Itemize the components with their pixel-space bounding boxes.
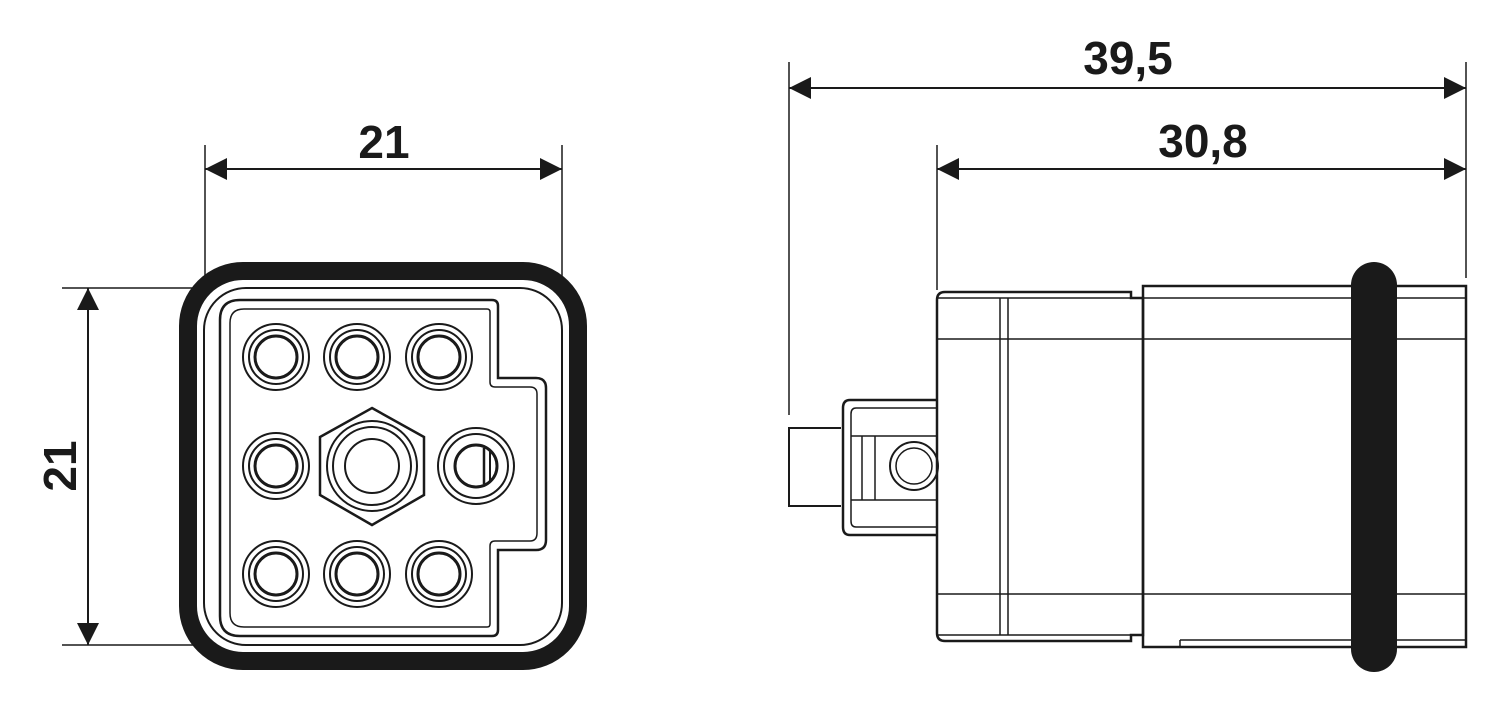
gasket-outer-ring: [179, 262, 587, 670]
contact-socket: [323, 323, 391, 391]
contact-socket-row-bottom: [242, 540, 473, 608]
contact-socket: [242, 323, 310, 391]
width-dimension: 21: [204, 116, 563, 288]
o-ring-seal: [1351, 262, 1397, 672]
height-dimension-label: 21: [34, 440, 86, 491]
screw-head: [889, 441, 939, 491]
insert-outline-outer: [218, 298, 548, 638]
body-length-label: 30,8: [1158, 115, 1248, 167]
insert-outline-inner: [229, 308, 538, 628]
contact-socket: [323, 540, 391, 608]
insert-body-front: [935, 290, 1145, 643]
contact-pin-stub: [788, 427, 841, 507]
contact-socket: [405, 540, 473, 608]
contact-socket: [242, 540, 310, 608]
pe-contact-socket: [437, 427, 515, 505]
contact-socket-row-top: [242, 323, 473, 391]
center-hex-contact: [318, 406, 426, 527]
contact-socket-row-middle: [242, 406, 515, 527]
contact-socket: [242, 432, 310, 500]
front-view: 21 21: [34, 116, 587, 670]
screw-terminal-block: [841, 398, 939, 537]
side-view: 39,5 30,8: [788, 32, 1468, 672]
body-length-dimension: 30,8: [936, 115, 1466, 290]
housing-inner-edge: [203, 287, 563, 646]
width-dimension-label: 21: [358, 116, 409, 168]
housing-rear: [1141, 284, 1468, 649]
height-dimension: 21: [34, 287, 205, 646]
contact-socket: [405, 323, 473, 391]
overall-length-label: 39,5: [1083, 32, 1173, 84]
